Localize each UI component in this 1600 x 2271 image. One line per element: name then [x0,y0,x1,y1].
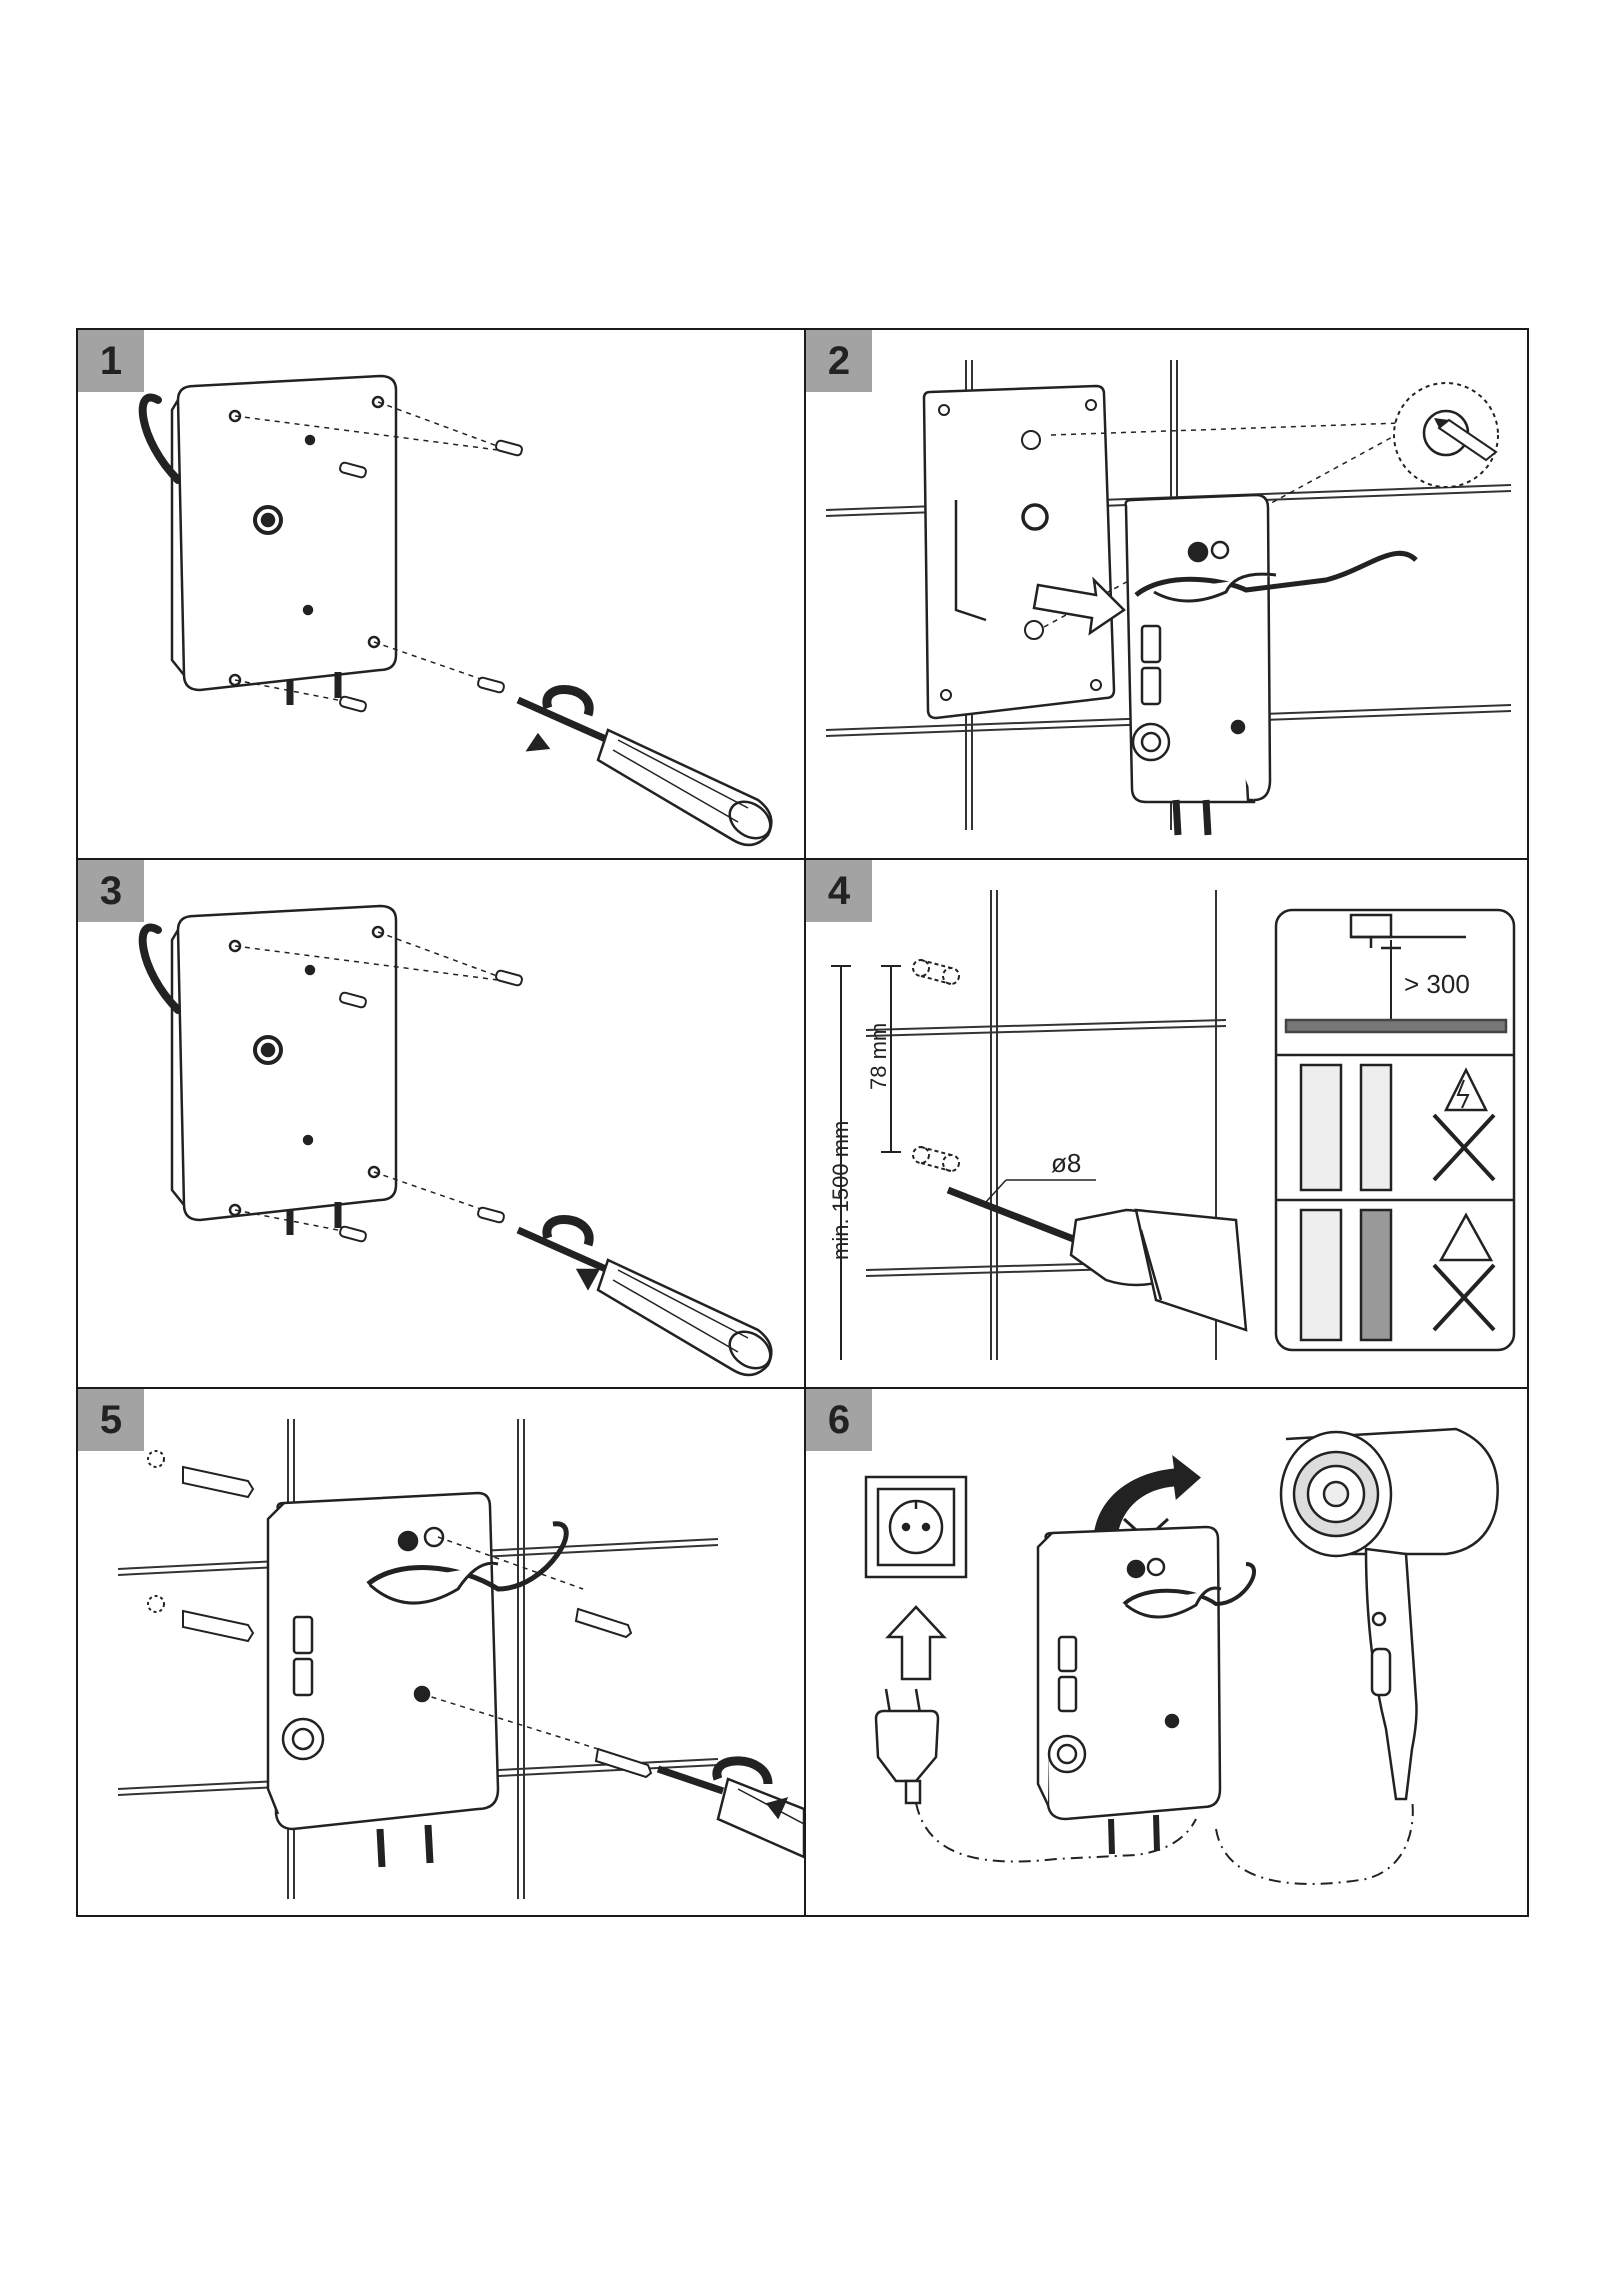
step-number-badge: 1 [78,330,144,392]
curved-arrow-icon [1093,1455,1201,1545]
grid-divider-vertical [804,330,806,1915]
water-pipe-hazard-icon [1438,1212,1494,1262]
screwdriver-icon [656,1756,804,1859]
step-number-badge: 4 [806,860,872,922]
dryer-cable [1215,1798,1414,1885]
drill-diameter-label: ø8 [1051,1148,1081,1178]
panel-step-4: 4 min. 1500 mm 78 mm [806,860,1531,1387]
arrow-up-icon [885,1605,947,1681]
step-number-badge: 3 [78,860,144,922]
wall-anchors [147,1450,255,1643]
screwdriver-icon [516,685,773,847]
pencil-icon [1393,382,1499,488]
hole-spacing-label: 78 mm [866,1023,891,1090]
panel-step-3: 3 [78,860,804,1387]
panel-step-2: 2 [806,330,1531,858]
screw-icon [339,969,523,1243]
grid-divider-horizontal-1 [78,858,1527,860]
step-number-badge: 6 [806,1389,872,1451]
panel-step-1: 1 [78,330,804,858]
min-height-label: min. 1500 mm [828,1121,853,1260]
panel-step-6: 6 [806,1389,1531,1917]
step-number-badge: 5 [78,1389,144,1451]
step-4-illustration: min. 1500 mm 78 mm ø8 [828,890,1516,1360]
power-cable [915,1802,1197,1863]
drill-icon [946,1179,1248,1332]
safety-box [1274,908,1516,1352]
panel-step-5: 5 [78,1389,804,1917]
step-2-illustration [825,360,1512,836]
instruction-grid: 1 [76,328,1529,1917]
screwdriver-icon [516,1215,773,1377]
grid-divider-horizontal-2 [78,1387,1527,1389]
step-number-badge: 2 [806,330,872,392]
charger-unit [1124,493,1418,836]
screw-icon [574,1607,653,1779]
charger-unit [1036,1525,1256,1855]
wall-socket-icon [864,1475,968,1579]
step-1-illustration [138,374,773,847]
mounting-template [922,384,1116,720]
step-3-illustration [138,904,773,1377]
plug-icon [874,1688,940,1805]
step-6-illustration [864,1427,1499,1885]
charger-unit [266,1491,569,1868]
screw-icon [339,439,523,713]
ceiling-clearance-label: > 300 [1404,969,1470,999]
electric-hazard-icon [1443,1067,1489,1112]
arrow-right-icon [1032,576,1126,636]
step-5-illustration [117,1419,804,1899]
hair-dryer-icon [1279,1427,1499,1801]
